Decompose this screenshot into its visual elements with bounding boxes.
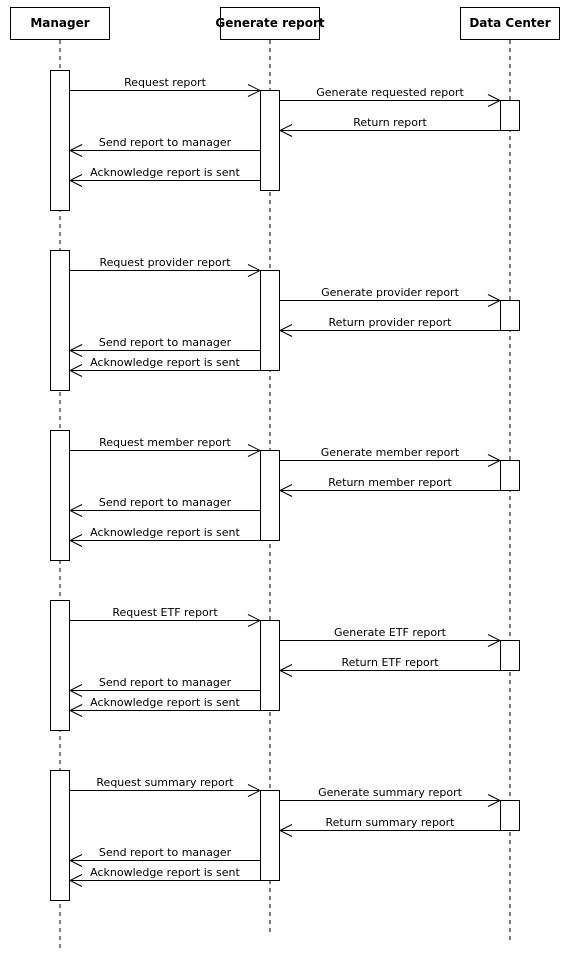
request-label-4: Request ETF report	[112, 606, 218, 619]
return-arrowhead-2	[278, 324, 293, 337]
participant-generate-report-label: Generate report	[215, 16, 325, 30]
datacenter-activation-3	[500, 460, 520, 491]
request-arrowhead-3	[247, 444, 262, 457]
ack-arrowhead-2	[68, 364, 83, 377]
send-label-3: Send report to manager	[99, 496, 232, 509]
ack-arrowhead-1	[68, 174, 83, 187]
generate-activation-4	[260, 620, 280, 711]
generate-arrowhead-5	[487, 794, 502, 807]
datacenter-activation-1	[500, 100, 520, 131]
generate-label-1: Generate requested report	[316, 86, 464, 99]
return-arrowhead-1	[278, 124, 293, 137]
message-group-2: Request provider report Generate provide…	[50, 250, 520, 391]
request-label-5: Request summary report	[96, 776, 234, 789]
message-group-1: Request report Generate requested report…	[50, 70, 520, 211]
ack-label-1: Acknowledge report is sent	[90, 166, 240, 179]
message-group-5: Request summary report Generate summary …	[50, 770, 520, 901]
return-arrowhead-3	[278, 484, 293, 497]
return-label-1: Return report	[353, 116, 427, 129]
generate-arrowhead-2	[487, 294, 502, 307]
message-group-4: Request ETF report Generate ETF report R…	[50, 600, 520, 731]
participant-manager-label: Manager	[30, 16, 89, 30]
send-arrowhead-4	[68, 684, 83, 697]
request-arrowhead-4	[247, 614, 262, 627]
participant-generate-report: Generate report	[215, 7, 325, 40]
generate-activation-1	[260, 90, 280, 191]
generate-activation-5	[260, 790, 280, 881]
request-arrowhead-5	[247, 784, 262, 797]
request-arrowhead-1	[247, 84, 262, 97]
request-arrowhead-2	[247, 264, 262, 277]
generate-activation-3	[260, 450, 280, 541]
ack-arrowhead-4	[68, 704, 83, 717]
message-group-3: Request member report Generate member re…	[50, 430, 520, 561]
send-label-5: Send report to manager	[99, 846, 232, 859]
return-label-3: Return member report	[328, 476, 452, 489]
ack-arrowhead-3	[68, 534, 83, 547]
datacenter-activation-5	[500, 800, 520, 831]
datacenter-activation-4	[500, 640, 520, 671]
generate-label-4: Generate ETF report	[334, 626, 447, 639]
participant-data-center-label: Data Center	[469, 16, 550, 30]
send-arrowhead-1	[68, 144, 83, 157]
return-arrowhead-5	[278, 824, 293, 837]
send-arrowhead-2	[68, 344, 83, 357]
manager-activation-4	[50, 600, 70, 731]
manager-activation-3	[50, 430, 70, 561]
participant-data-center: Data Center	[460, 7, 560, 40]
ack-arrowhead-5	[68, 874, 83, 887]
send-label-1: Send report to manager	[99, 136, 232, 149]
generate-arrowhead-4	[487, 634, 502, 647]
generate-label-5: Generate summary report	[318, 786, 463, 799]
send-label-4: Send report to manager	[99, 676, 232, 689]
generate-label-2: Generate provider report	[321, 286, 459, 299]
generate-arrowhead-1	[487, 94, 502, 107]
ack-label-2: Acknowledge report is sent	[90, 356, 240, 369]
return-label-2: Return provider report	[329, 316, 453, 329]
ack-label-5: Acknowledge report is sent	[90, 866, 240, 879]
generate-activation-2	[260, 270, 280, 371]
manager-activation-5	[50, 770, 70, 901]
request-label-1: Request report	[124, 76, 206, 89]
manager-activation-2	[50, 250, 70, 391]
ack-label-4: Acknowledge report is sent	[90, 696, 240, 709]
ack-label-3: Acknowledge report is sent	[90, 526, 240, 539]
send-arrowhead-3	[68, 504, 83, 517]
datacenter-activation-2	[500, 300, 520, 331]
return-arrowhead-4	[278, 664, 293, 677]
return-label-5: Return summary report	[326, 816, 456, 829]
request-label-3: Request member report	[99, 436, 231, 449]
manager-activation-1	[50, 70, 70, 211]
generate-arrowhead-3	[487, 454, 502, 467]
request-label-2: Request provider report	[99, 256, 231, 269]
participant-manager: Manager	[10, 7, 110, 40]
generate-label-3: Generate member report	[321, 446, 460, 459]
return-label-4: Return ETF report	[341, 656, 439, 669]
send-label-2: Send report to manager	[99, 336, 232, 349]
send-arrowhead-5	[68, 854, 83, 867]
